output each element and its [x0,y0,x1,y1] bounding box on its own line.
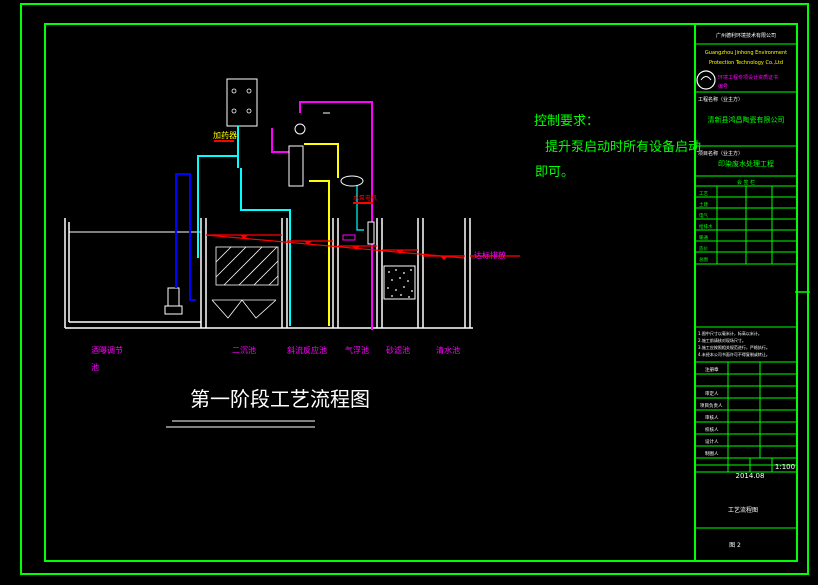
control-line1: 提升泵启动时所有设备启动 [545,139,701,155]
tb-company-cn: 广州德利环境技术有限公司 [716,32,776,39]
tb-owner: 清新县鸿昌陶瓷有限公司 [708,115,785,124]
tb-sign-row: 土建 [699,201,708,208]
tb-note: 4.未经本公司书面许可不得复制或转让。 [698,351,770,357]
tb-sign-row: 工艺 [699,191,708,197]
title-block [695,43,797,529]
tb-role-row: 校核人 [705,426,719,433]
tb-company-en2: Protection Technology Co.,Ltd [709,60,783,66]
tank-label-1: 酒曝调节 [91,346,123,355]
control-panel [226,78,258,127]
tb-sign-row: 给排水 [699,223,713,230]
submersible-pump-icon [164,287,183,315]
water-level-markers [240,235,448,260]
tank-label-3: 斜流反应池 [287,345,327,355]
tb-drawing-name: 工艺流程图 [728,506,758,514]
tb-sheet: 图 2 [729,542,741,549]
tb-role-row: 设计人 [705,438,719,445]
tb-role-row: 审核人 [705,414,719,421]
effluent-line [205,234,520,259]
tb-cert: 环境工程专项设计资质证书 [718,74,778,81]
tb-role-row: 审定人 [705,390,719,397]
tank-label-2: 二沉池 [232,345,256,355]
dissolved-air-tank [288,123,375,245]
label-pump-note: 水泵电机 [353,194,377,202]
sand-filter-media [383,265,416,300]
inner-frame [44,23,798,562]
tb-role-row: 项目负责人 [700,402,723,409]
tb-cert2: 编号 [718,83,728,90]
tank-label-5: 砂滤池 [386,345,410,355]
tb-sign-row: 总图 [699,256,708,263]
pipes [175,101,373,330]
tank-label-1b: 池 [91,362,99,372]
tb-company-en1: Guangzhou Jinhong Environment [705,50,787,56]
tb-note: 1.图中尺寸以毫米计，标高以米计。 [698,330,762,336]
inclined-tube-pack [211,246,279,319]
tank-label-6: 清水池 [436,345,460,355]
tb-project: 印染废水处理工程 [718,159,774,168]
tb-sign-header: 会 签 栏 [737,179,755,186]
tb-note: 2.施工前请核对现场尺寸。 [698,337,746,343]
label-dosing: 加药器 [213,130,237,140]
tb-scale: 1:100 [775,463,795,471]
label-discharge: 达标排放 [474,250,506,260]
tank-walls [64,218,473,329]
control-line2: 即可。 [535,165,574,180]
control-heading: 控制要求： [534,114,599,129]
tb-role-row: 制图人 [705,450,719,457]
tb-stamp-label: 注册章 [705,366,719,373]
tb-owner-label: 工程名称（业主方） [698,96,743,103]
outer-frame [20,3,809,575]
red-dashes [214,140,373,204]
tank-label-4: 气浮池 [345,345,369,355]
tb-sign-row: 暖通 [699,234,708,241]
tb-date: 2014.08 [736,472,765,480]
company-logo-icon [696,70,716,90]
tb-project-label: 项目名称（业主方） [698,150,743,157]
page-title: 第一阶段工艺流程图 [190,387,370,411]
tb-sign-row: 造价 [699,245,708,252]
tb-note: 3.施工应按照相关规范进行，严格执行。 [698,344,770,350]
tb-sign-row: 电气 [699,212,708,219]
